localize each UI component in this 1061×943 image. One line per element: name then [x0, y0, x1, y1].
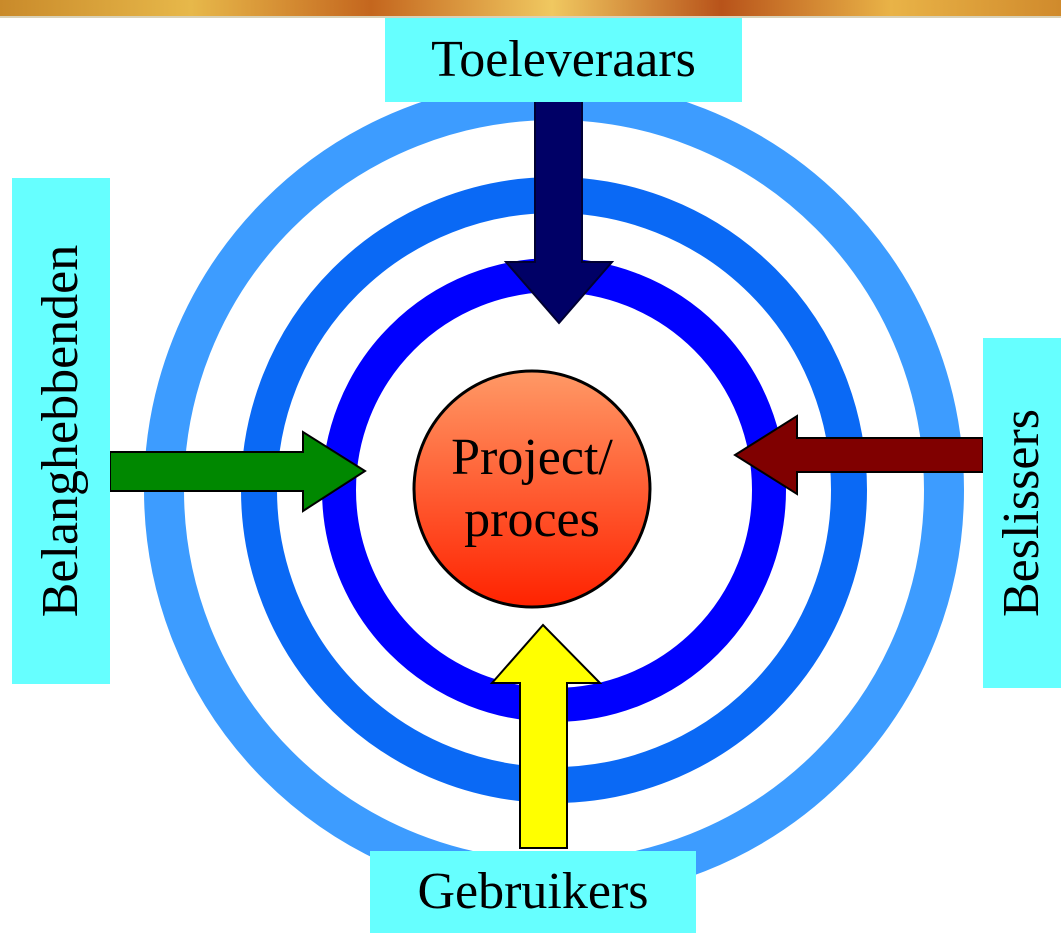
center-circle — [412, 369, 652, 609]
arrow-top-down — [503, 94, 615, 325]
label-toeleveraars: Toeleveraars — [385, 18, 742, 102]
label-gebruikers: Gebruikers — [370, 851, 696, 933]
label-beslissers: Beslissers — [993, 409, 1050, 617]
label-beslissers-box: Beslissers — [983, 338, 1061, 688]
header-banner-image — [0, 0, 1061, 18]
arrow-right-left — [733, 414, 984, 496]
label-belanghebbenden: Belanghebbenden — [32, 244, 89, 618]
arrow-bottom-up — [489, 623, 603, 849]
center-label-line-2: proces — [464, 491, 600, 548]
arrow-left-right — [109, 430, 367, 513]
center-label-line-1: Project/ — [451, 428, 613, 486]
center-label: Project/ proces — [414, 392, 650, 586]
label-belanghebbenden-box: Belanghebbenden — [12, 178, 110, 684]
